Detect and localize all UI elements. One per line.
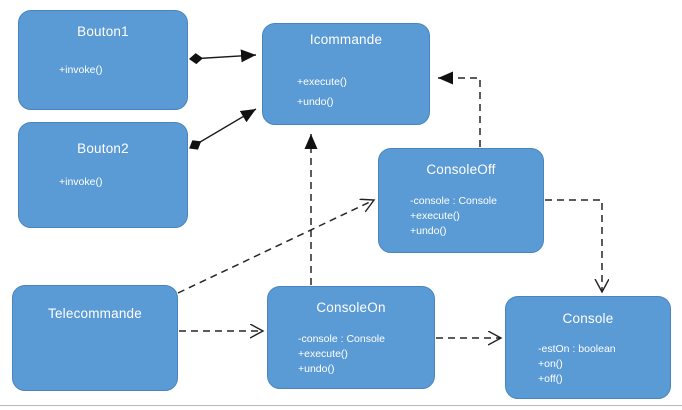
class-box-icommande: Icommande +execute() +undo() bbox=[262, 23, 430, 125]
class-title: Bouton1 bbox=[77, 24, 129, 39]
class-member: +invoke() bbox=[59, 176, 103, 188]
edge-bouton2-icommande bbox=[189, 108, 257, 150]
class-members: -estOn : boolean +on() +off() bbox=[538, 342, 616, 387]
class-members: -console : Console +execute() +undo() bbox=[410, 194, 497, 239]
class-title: Console bbox=[562, 311, 614, 326]
class-box-console: Console -estOn : boolean +on() +off() bbox=[505, 296, 671, 399]
class-member: +invoke() bbox=[59, 64, 103, 76]
class-box-consoleon: ConsoleOn -console : Console +execute() … bbox=[267, 286, 435, 389]
class-box-telecommande: Telecommande bbox=[12, 285, 178, 391]
class-member: -console : Console bbox=[298, 333, 385, 345]
class-title: ConsoleOn bbox=[316, 300, 386, 315]
class-member: +on() bbox=[538, 358, 563, 370]
edge-consoleoff-console bbox=[545, 199, 602, 292]
class-title: ConsoleOff bbox=[426, 162, 496, 177]
class-member: +off() bbox=[538, 373, 563, 385]
class-members: +invoke() bbox=[59, 63, 102, 78]
class-title: Icommande bbox=[309, 32, 383, 47]
edge-consoleoff-icommande bbox=[438, 71, 481, 147]
class-member: -estOn : boolean bbox=[538, 343, 616, 355]
class-member: +execute() bbox=[298, 348, 348, 360]
class-box-bouton2: Bouton2 +invoke() bbox=[18, 122, 188, 228]
class-box-consoleoff: ConsoleOff -console : Console +execute()… bbox=[378, 148, 544, 253]
class-member: +undo() bbox=[298, 363, 335, 375]
class-member: +undo() bbox=[410, 225, 447, 237]
class-member: +execute() bbox=[410, 210, 460, 222]
edge-telecommande-consoleoff bbox=[177, 200, 374, 294]
class-title: Telecommande bbox=[48, 306, 142, 321]
bottom-divider-line bbox=[0, 405, 682, 406]
class-box-bouton1: Bouton1 +invoke() bbox=[18, 10, 188, 110]
class-members: -console : Console +execute() +undo() bbox=[298, 332, 385, 377]
class-members: +invoke() bbox=[59, 175, 102, 190]
edge-bouton1-icommande bbox=[189, 49, 257, 65]
class-member: -console : Console bbox=[410, 195, 497, 207]
class-title: Bouton2 bbox=[77, 141, 129, 156]
class-member: +execute() bbox=[297, 76, 347, 88]
class-member: +undo() bbox=[297, 96, 334, 108]
class-members: +execute() +undo() bbox=[297, 72, 347, 112]
